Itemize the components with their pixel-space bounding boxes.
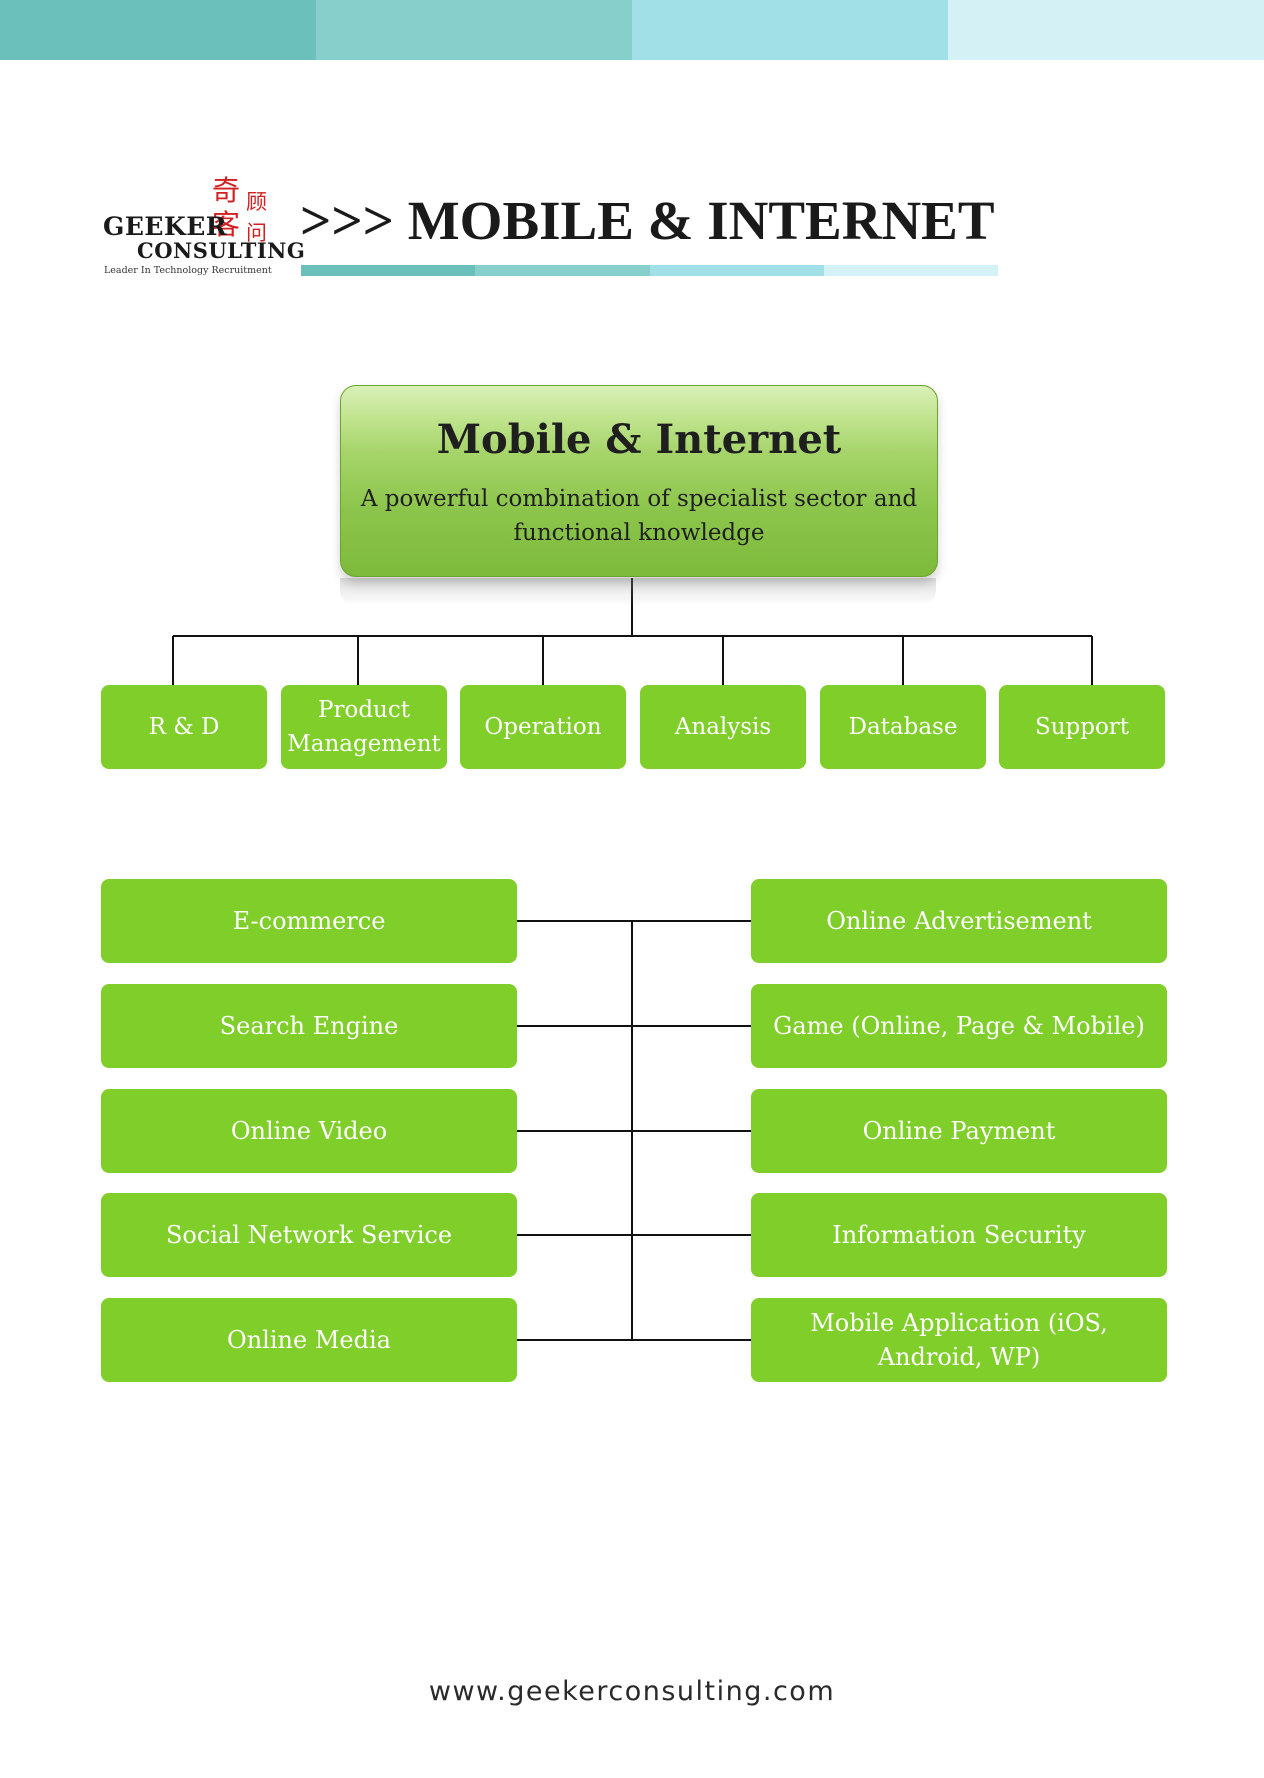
sector-box-online-video: Online Video xyxy=(101,1089,517,1173)
top-bar-segment-3 xyxy=(632,0,948,60)
logo-chinese-char-4: 问 xyxy=(246,221,267,245)
hero-subtitle-line2: functional knowledge xyxy=(513,520,765,546)
sector-box-online-advertisement: Online Advertisement xyxy=(751,879,1167,963)
footer-website-url[interactable]: www.geekerconsulting.com xyxy=(428,1676,836,1707)
sector-box-mobile-application: Mobile Application (iOS, Android, WP) xyxy=(751,1298,1167,1382)
hero-subtitle-line1: A powerful combination of specialist sec… xyxy=(360,486,918,512)
company-logo: 奇 顾 客 问 GEEKER CONSULTING Leader In Tech… xyxy=(100,168,305,278)
top-bar-segment-2 xyxy=(316,0,632,60)
hero-subtitle: A powerful combination of specialist sec… xyxy=(351,482,927,550)
sector-box-online-media: Online Media xyxy=(101,1298,517,1382)
title-underline xyxy=(301,265,998,276)
sector-box-information-security: Information Security xyxy=(751,1193,1167,1277)
sector-box-ecommerce: E-commerce xyxy=(101,879,517,963)
underline-segment-2 xyxy=(475,265,650,276)
hero-title: Mobile & Internet xyxy=(436,416,842,463)
logo-name-line2: CONSULTING xyxy=(137,238,306,263)
page-title: >>> MOBILE & INTERNET xyxy=(300,190,995,251)
function-box-database: Database xyxy=(820,685,986,769)
function-box-analysis: Analysis xyxy=(640,685,806,769)
function-box-operation: Operation xyxy=(460,685,626,769)
sector-box-game: Game (Online, Page & Mobile) xyxy=(751,984,1167,1068)
hero-reflection xyxy=(340,578,936,606)
logo-tagline: Leader In Technology Recruitment xyxy=(104,265,272,276)
underline-segment-3 xyxy=(649,265,824,276)
logo-name-line1: GEEKER xyxy=(103,212,228,241)
underline-segment-4 xyxy=(823,265,998,276)
sector-box-online-payment: Online Payment xyxy=(751,1089,1167,1173)
sector-box-social-network: Social Network Service xyxy=(101,1193,517,1277)
top-bar-segment-4 xyxy=(948,0,1264,60)
hero-box: Mobile & Internet A powerful combination… xyxy=(340,385,938,577)
top-bar-segment-1 xyxy=(0,0,316,60)
underline-segment-1 xyxy=(301,265,476,276)
logo-chinese-char-3: 客 xyxy=(212,208,241,241)
function-box-rnd: R & D xyxy=(101,685,267,769)
function-box-support: Support xyxy=(999,685,1165,769)
logo-chinese-char-2: 顾 xyxy=(246,190,267,214)
function-box-product-management: Product Management xyxy=(281,685,447,769)
top-color-bar xyxy=(0,0,1264,60)
logo-chinese-char-1: 奇 xyxy=(212,174,241,207)
sector-box-search-engine: Search Engine xyxy=(101,984,517,1068)
